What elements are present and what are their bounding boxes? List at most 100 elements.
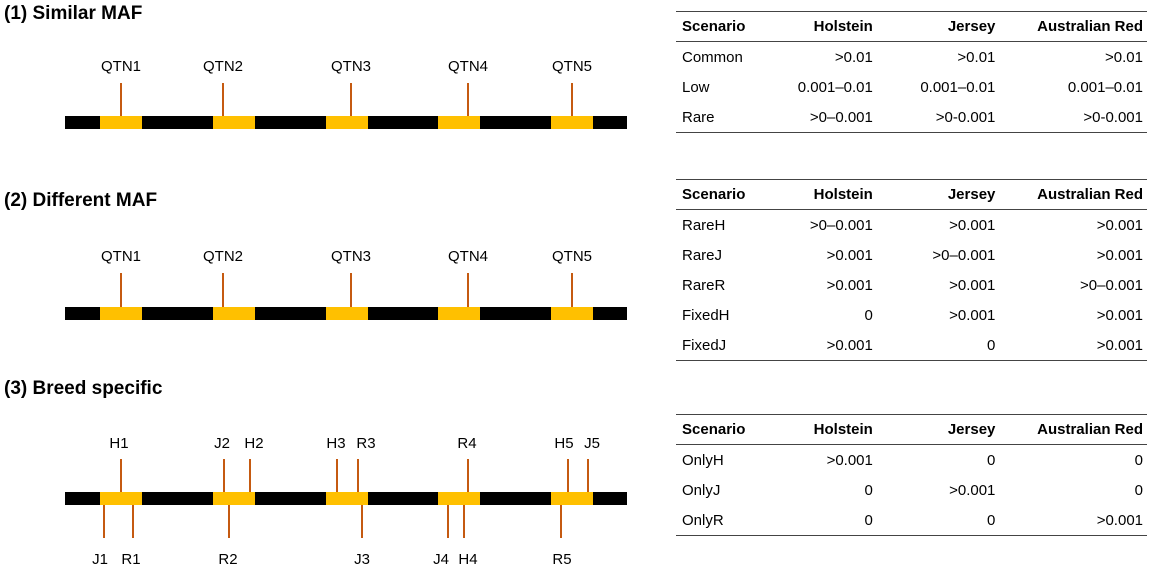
qtn-label-h3: H3: [326, 435, 345, 452]
qtn-label: QTN1: [101, 58, 141, 75]
section-title-similar-maf: (1) Similar MAF: [4, 3, 143, 24]
scenario-table-different-maf: Scenario Holstein Jersey Australian Red …: [676, 179, 1147, 361]
qtn-label-r5: R5: [552, 551, 571, 568]
qtn-label: QTN4: [448, 58, 488, 75]
australian-red-cell: >0–0.001: [1080, 276, 1143, 294]
holstein-cell: 0.001–0.01: [797, 78, 873, 96]
holstein-cell: 0: [776, 505, 877, 536]
jersey-cell: 0.001–0.01: [920, 78, 996, 96]
table-row: OnlyJ 0 >0.001 0: [676, 475, 1147, 505]
column-header-scenario: Scenario: [676, 414, 777, 445]
qtn-label-j4: J4: [433, 551, 449, 568]
qtl-region: [326, 116, 368, 129]
table-row: Low 0.001–0.01 0.001–0.01 0.001–0.01: [676, 72, 1147, 102]
qtn-label: QTN4: [448, 248, 488, 265]
qtn-label: QTN2: [203, 248, 243, 265]
australian-red-cell: 0.001–0.01: [1067, 78, 1143, 96]
column-header-holstein: Holstein: [776, 414, 877, 445]
column-header-jersey: Jersey: [876, 179, 1000, 210]
holstein-cell: >0.001: [826, 276, 873, 294]
qtn-label-r2: R2: [218, 551, 237, 568]
australian-red-cell: 0: [1134, 451, 1143, 469]
holstein-cell: >0.001: [826, 246, 873, 264]
qtl-region: [213, 116, 255, 129]
australian-red-cell: >0.01: [1105, 48, 1143, 66]
qtn-label-h4: H4: [458, 551, 477, 568]
qtl-region: [213, 307, 255, 320]
table-row: FixedJ >0.001 0 >0.001: [676, 330, 1147, 361]
scenario-cell: OnlyJ: [682, 481, 721, 499]
scenario-table-breed-specific: Scenario Holstein Jersey Australian Red …: [676, 414, 1147, 536]
qtn-label-j3: J3: [354, 551, 370, 568]
jersey-cell: >0.001: [949, 276, 996, 294]
qtn-label-j2: J2: [214, 435, 230, 452]
table-row: RareH >0–0.001 >0.001 >0.001: [676, 210, 1147, 241]
australian-red-cell: >0.001: [1096, 216, 1143, 234]
scenario-cell: RareJ: [682, 246, 723, 264]
scenario-cell: OnlyR: [676, 505, 777, 536]
table-row: RareJ >0.001 >0–0.001 >0.001: [676, 240, 1147, 270]
holstein-cell: 0: [864, 306, 873, 324]
scenario-cell: Rare: [676, 102, 777, 133]
table-row: OnlyH >0.001 0 0: [676, 445, 1147, 476]
jersey-cell: >0.001: [949, 481, 996, 499]
table-header-row: Scenario Holstein Jersey Australian Red: [676, 179, 1147, 210]
jersey-cell: >0.001: [949, 216, 996, 234]
holstein-cell: >0.001: [776, 330, 877, 361]
qtn-label: QTN2: [203, 58, 243, 75]
holstein-cell: >0.01: [834, 48, 873, 66]
qtn-label-h2: H2: [244, 435, 263, 452]
qtl-region: [438, 116, 480, 129]
qtl-region: [100, 307, 142, 320]
holstein-cell: >0.001: [826, 451, 873, 469]
qtl-region: [438, 492, 480, 505]
section-title-different-maf: (2) Different MAF: [4, 190, 158, 211]
australian-red-cell: >0.001: [999, 505, 1147, 536]
qtl-region: [100, 116, 142, 129]
table-row: RareR >0.001 >0.001 >0–0.001: [676, 270, 1147, 300]
australian-red-cell: >0-0.001: [999, 102, 1147, 133]
chromosome-diagram-1: QTN1 QTN2 QTN3 QTN4 QTN5: [65, 58, 627, 129]
chromosome-diagram-2: QTN1 QTN2 QTN3 QTN4 QTN5: [65, 248, 627, 320]
qtn-label-r3: R3: [356, 435, 375, 452]
qtn-label-j5: J5: [584, 435, 600, 452]
qtl-region: [100, 492, 142, 505]
qtn-label-h1: H1: [109, 435, 128, 452]
table-row: Common >0.01 >0.01 >0.01: [676, 42, 1147, 73]
scenario-cell: OnlyH: [682, 451, 724, 469]
qtn-label: QTN5: [552, 248, 592, 265]
column-header-holstein: Holstein: [776, 11, 877, 42]
column-header-australian-red: Australian Red: [999, 179, 1147, 210]
table-header-row: Scenario Holstein Jersey Australian Red: [676, 11, 1147, 42]
jersey-cell: >0.001: [949, 306, 996, 324]
jersey-cell: 0: [876, 330, 1000, 361]
table-row: FixedH 0 >0.001 >0.001: [676, 300, 1147, 330]
qtn-label: QTN1: [101, 248, 141, 265]
scenario-cell: Common: [682, 48, 743, 66]
australian-red-cell: >0.001: [1096, 246, 1143, 264]
qtn-label-j1: J1: [92, 551, 108, 568]
table-row: OnlyR 0 0 >0.001: [676, 505, 1147, 536]
table-header-row: Scenario Holstein Jersey Australian Red: [676, 414, 1147, 445]
column-header-jersey: Jersey: [876, 11, 1000, 42]
qtn-label-h5: H5: [554, 435, 573, 452]
qtn-label: QTN5: [552, 58, 592, 75]
holstein-cell: >0–0.001: [776, 102, 877, 133]
qtl-region: [326, 307, 368, 320]
jersey-cell: >0-0.001: [876, 102, 1000, 133]
qtl-region: [326, 492, 368, 505]
qtn-label-r4: R4: [457, 435, 476, 452]
australian-red-cell: 0: [1134, 481, 1143, 499]
column-header-australian-red: Australian Red: [999, 11, 1147, 42]
qtl-region: [438, 307, 480, 320]
scenario-cell: FixedH: [682, 306, 730, 324]
jersey-cell: >0.01: [957, 48, 996, 66]
jersey-cell: 0: [876, 505, 1000, 536]
holstein-cell: 0: [864, 481, 873, 499]
column-header-jersey: Jersey: [876, 414, 1000, 445]
column-header-scenario: Scenario: [676, 11, 777, 42]
jersey-cell: >0–0.001: [932, 246, 996, 264]
qtl-region: [213, 492, 255, 505]
australian-red-cell: >0.001: [999, 330, 1147, 361]
chromosome-diagrams: QTN1 QTN2 QTN3 QTN4 QTN5 QTN1 QTN2 QTN3 …: [65, 58, 627, 568]
